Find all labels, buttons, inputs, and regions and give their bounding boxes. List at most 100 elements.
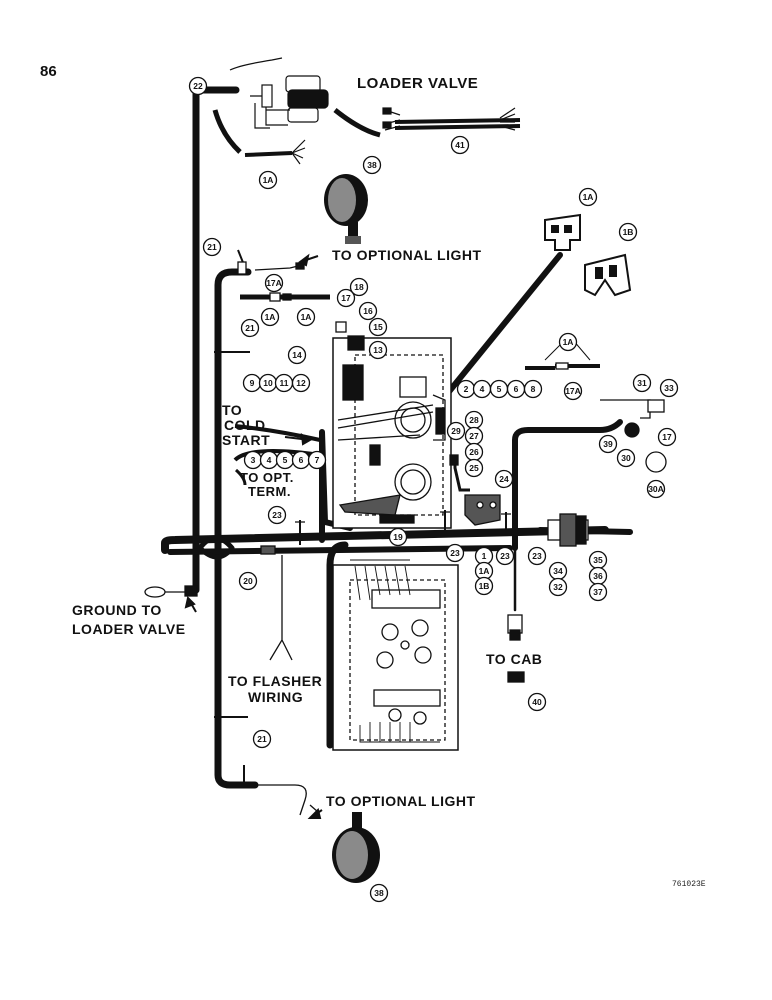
callout-1a: 1A — [558, 332, 578, 352]
label-to-optional-light-top: TO OPTIONAL LIGHT — [332, 247, 482, 263]
callout-29: 29 — [446, 421, 466, 441]
callout-39: 39 — [598, 434, 618, 454]
drawing-reference-code: 761023E — [672, 880, 706, 889]
callout-1b: 1B — [474, 576, 494, 596]
callout-1a: 1A — [258, 170, 278, 190]
callout-circle — [267, 505, 287, 525]
callout-circle — [238, 571, 258, 591]
callout-circle — [369, 883, 389, 903]
top-work-light — [324, 174, 368, 244]
label-loader-valve-ground: LOADER VALVE — [72, 621, 186, 637]
callout-40: 40 — [527, 692, 547, 712]
callout-19: 19 — [388, 527, 408, 547]
loader-valve-harness — [212, 57, 521, 165]
callout-14: 14 — [287, 345, 307, 365]
callout-number: 8 — [531, 384, 536, 394]
callout-circle — [368, 317, 388, 337]
callout-number: 1A — [563, 337, 574, 347]
connector-1a-1b — [544, 213, 632, 297]
callout-circle — [264, 273, 284, 293]
callout-number: 21 — [245, 323, 255, 333]
callout-circle — [474, 576, 494, 596]
callout-30: 30 — [616, 448, 636, 468]
callout-28: 28 — [464, 410, 484, 430]
callout-12: 12 — [291, 373, 311, 393]
callout-35: 35 — [588, 550, 608, 570]
right-side-components — [295, 339, 667, 683]
callout-number: 23 — [500, 551, 510, 561]
callout-16: 16 — [358, 301, 378, 321]
callout-number: 1 — [482, 551, 487, 561]
callout-33: 33 — [659, 378, 679, 398]
callout-circle — [646, 479, 666, 499]
callout-number: 19 — [393, 532, 403, 542]
callout-number: 30A — [648, 484, 664, 494]
callout-23: 23 — [495, 546, 515, 566]
callout-circle — [336, 288, 356, 308]
callout-circle — [618, 222, 638, 242]
callout-number: 30 — [621, 453, 631, 463]
callout-number: 17A — [266, 278, 282, 288]
callout-number: 41 — [455, 140, 465, 150]
callout-number: 27 — [469, 431, 479, 441]
callout-13: 13 — [368, 340, 388, 360]
left-side-details — [144, 249, 365, 816]
callout-9: 9 — [242, 373, 262, 393]
callout-circle — [632, 373, 652, 393]
callout-23: 23 — [267, 505, 287, 525]
callout-34: 34 — [548, 561, 568, 581]
callout-number: 29 — [451, 426, 461, 436]
callout-number: 33 — [664, 383, 674, 393]
label-wiring: WIRING — [248, 689, 303, 705]
callout-number: 5 — [283, 455, 288, 465]
callout-number: 23 — [532, 551, 542, 561]
callout-41: 41 — [450, 135, 470, 155]
callout-circle — [307, 450, 327, 470]
callout-1: 1 — [474, 546, 494, 566]
callout-18: 18 — [349, 277, 369, 297]
callout-number: 10 — [263, 378, 273, 388]
diagram-labels: 86 LOADER VALVE TO OPTIONAL LIGHT TO COL… — [40, 63, 706, 889]
callout-circle — [548, 577, 568, 597]
callout-17a: 17A — [264, 273, 284, 293]
label-cold: COLD — [224, 417, 266, 433]
callout-21: 21 — [202, 237, 222, 257]
callout-26: 26 — [464, 442, 484, 462]
callout-15: 15 — [368, 317, 388, 337]
label-to-cab: TO CAB — [486, 651, 542, 667]
callout-circle — [252, 729, 272, 749]
label-loader-valve: LOADER VALVE — [357, 75, 478, 92]
callout-circle — [362, 155, 382, 175]
callout-number: 36 — [593, 571, 603, 581]
callout-4: 4 — [259, 450, 279, 470]
callout-22: 22 — [188, 76, 208, 96]
callout-number: 26 — [469, 447, 479, 457]
callout-circle — [445, 543, 465, 563]
page-number: 86 — [40, 63, 57, 80]
callout-circle — [523, 379, 543, 399]
label-to: TO — [222, 402, 242, 418]
callout-number: 7 — [315, 455, 320, 465]
callout-number: 18 — [354, 282, 364, 292]
callout-number: 23 — [450, 548, 460, 558]
callout-7: 7 — [307, 450, 327, 470]
callout-circle — [291, 373, 311, 393]
label-to-flasher: TO FLASHER — [228, 673, 322, 689]
callout-circle — [494, 469, 514, 489]
callout-number: 16 — [363, 306, 373, 316]
callout-23: 23 — [527, 546, 547, 566]
callout-number: 13 — [373, 345, 383, 355]
callout-11: 11 — [274, 373, 294, 393]
callout-6: 6 — [291, 450, 311, 470]
callout-number: 39 — [603, 439, 613, 449]
callout-number: 9 — [250, 378, 255, 388]
callout-number: 1B — [479, 581, 490, 591]
callout-circle — [657, 427, 677, 447]
callout-8: 8 — [523, 379, 543, 399]
callout-3: 3 — [243, 450, 263, 470]
callout-4: 4 — [472, 379, 492, 399]
callout-circle — [527, 546, 547, 566]
callout-17: 17 — [336, 288, 356, 308]
